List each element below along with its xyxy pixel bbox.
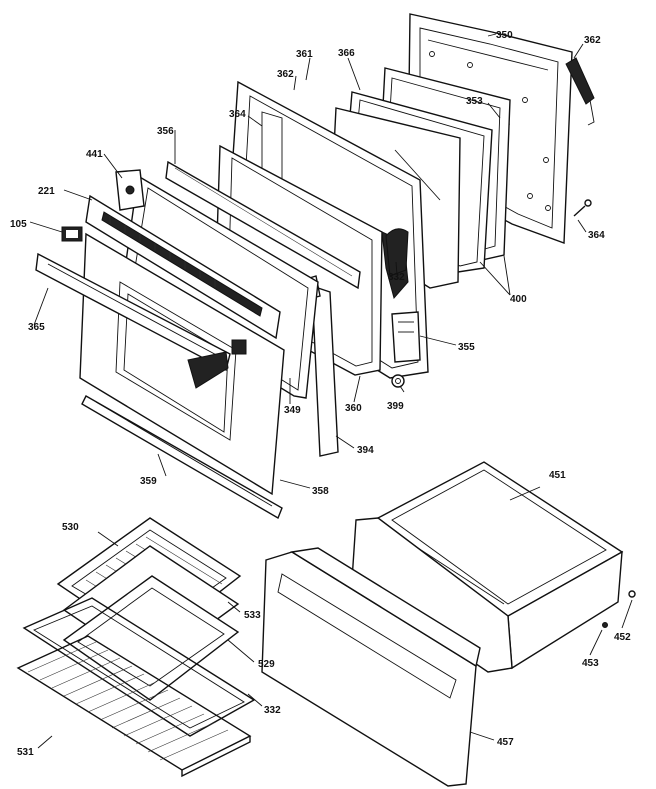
vent-trim-221	[85, 194, 281, 340]
label-332-rack: 332	[264, 705, 281, 716]
label-221: 221	[38, 186, 55, 197]
label-399: 399	[387, 401, 404, 412]
label-360: 360	[345, 403, 362, 414]
leader-lines	[29, 33, 633, 749]
label-362-screw: 362	[277, 69, 294, 80]
drawer-front-457	[261, 547, 481, 787]
label-356: 356	[157, 126, 174, 137]
oven-rack-531	[16, 635, 252, 778]
door-handle-365	[35, 252, 247, 389]
hinge-bracket-355	[391, 311, 421, 363]
label-355: 355	[458, 342, 475, 353]
label-359: 359	[140, 476, 157, 487]
oven-rack-532	[22, 597, 256, 737]
label-400: 400	[510, 294, 527, 305]
label-365: 365	[28, 322, 45, 333]
label-366: 366	[338, 48, 355, 59]
label-353: 353	[466, 96, 483, 107]
label-529: 529	[258, 659, 275, 670]
label-364: 364	[229, 109, 246, 120]
latch-332	[385, 228, 409, 277]
bottom-trim-359	[81, 395, 283, 520]
label-441: 441	[86, 149, 103, 160]
outer-door-panel-358	[79, 232, 285, 496]
label-332: 332	[388, 272, 405, 283]
clip-453	[602, 622, 608, 628]
label-453: 453	[582, 658, 599, 669]
label-394: 394	[357, 445, 374, 456]
badge-105	[61, 226, 83, 242]
bracket-441	[115, 169, 145, 211]
pan-bottom-529	[62, 575, 240, 701]
label-350: 350	[496, 30, 513, 41]
label-349: 349	[284, 405, 301, 416]
label-533: 533	[244, 610, 261, 621]
label-364-screw: 364	[588, 230, 605, 241]
part-labels: 350 362 361 362 366 364 353 356 441 221 …	[10, 30, 631, 758]
screw-354	[573, 199, 592, 217]
label-105: 105	[10, 219, 27, 230]
label-362: 362	[584, 35, 601, 46]
drawer-body-451	[351, 461, 624, 673]
door-channel-356	[165, 160, 361, 290]
label-531: 531	[17, 747, 34, 758]
label-361: 361	[296, 49, 313, 60]
label-530: 530	[62, 522, 79, 533]
hinge-362	[565, 57, 595, 126]
screw-452	[628, 590, 636, 598]
label-358: 358	[312, 486, 329, 497]
label-457: 457	[497, 737, 514, 748]
label-451: 451	[549, 470, 566, 481]
label-452: 452	[614, 632, 631, 643]
bumper-399	[391, 374, 405, 388]
